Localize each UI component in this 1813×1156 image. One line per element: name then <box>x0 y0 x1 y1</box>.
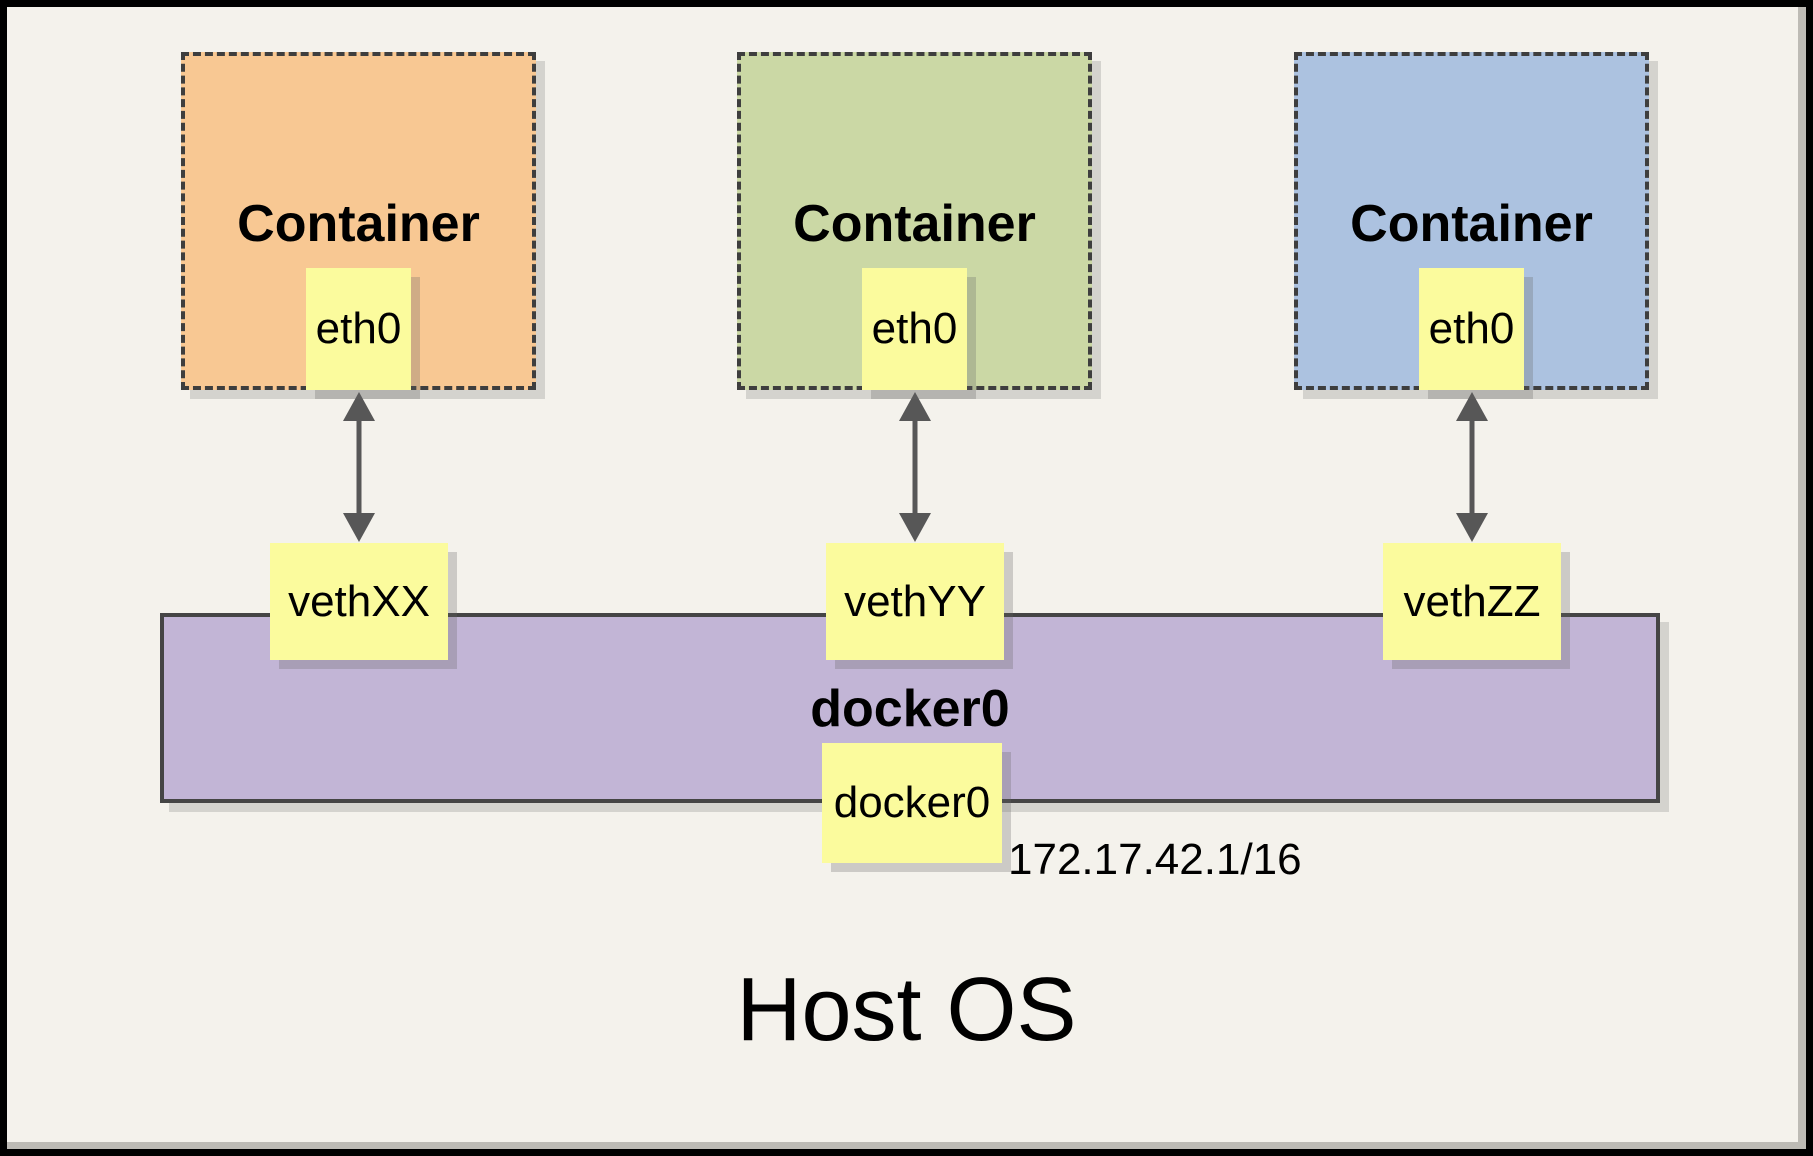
vethYY-note: vethYY <box>826 543 1004 660</box>
vethXX-note: vethXX <box>270 543 448 660</box>
container-title: Container <box>793 195 1036 253</box>
eth0-note-3: eth0 <box>1419 268 1524 390</box>
inner-shadow-right <box>1798 7 1806 1149</box>
bidirectional-arrow-icon <box>899 392 931 542</box>
container-title: Container <box>1350 195 1593 253</box>
eth0-note-1: eth0 <box>306 268 411 390</box>
eth0-note-2: eth0 <box>862 268 967 390</box>
docker0-interface-note: docker0 <box>822 743 1002 863</box>
container-title: Container <box>237 195 480 253</box>
bridge-ip-label: 172.17.42.1/16 <box>1008 835 1302 884</box>
host-os-label: Host OS <box>736 960 1077 1060</box>
vethZZ-note: vethZZ <box>1383 543 1561 660</box>
bidirectional-arrow-icon <box>343 392 375 542</box>
diagram-canvas: Container eth0 vethXX Container eth0 vet… <box>7 7 1806 1149</box>
docker0-bridge-label: docker0 <box>810 680 1010 738</box>
bidirectional-arrow-icon <box>1456 392 1488 542</box>
inner-shadow-bottom <box>7 1142 1806 1149</box>
